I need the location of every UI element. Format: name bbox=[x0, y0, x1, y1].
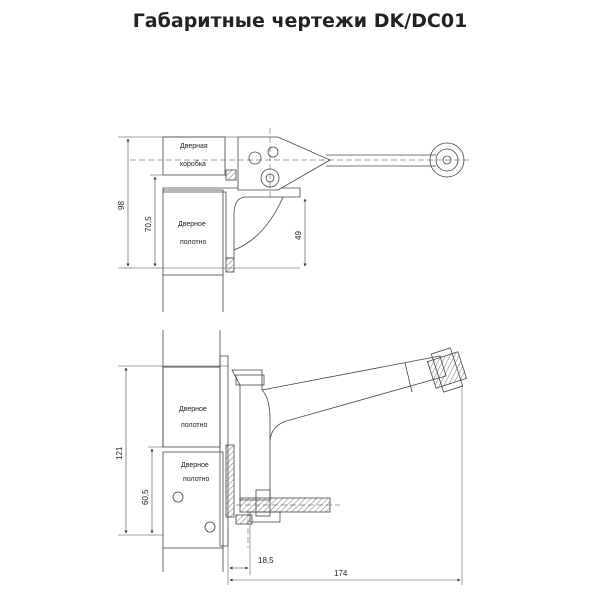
label-door-frame-1: Дверная bbox=[180, 143, 208, 150]
label-door-leaf-2: полотно bbox=[180, 239, 207, 246]
dim-174: 174 bbox=[334, 569, 348, 578]
page-title: Габаритные чертежи DK/DC01 bbox=[132, 10, 468, 32]
dim-18-5: 18,5 bbox=[258, 556, 274, 565]
dim-98: 98 bbox=[117, 201, 126, 210]
dim-60-5: 60,5 bbox=[141, 489, 150, 505]
arm-side bbox=[261, 355, 447, 441]
top-view bbox=[118, 128, 470, 312]
label-door-leaf-1: Дверное bbox=[178, 221, 206, 228]
door-leaf bbox=[162, 189, 224, 276]
dim-121: 121 bbox=[115, 446, 124, 460]
dim-49: 49 bbox=[294, 231, 303, 240]
label-door-leaf-b1: Дверное bbox=[181, 462, 209, 469]
label-door-leaf-a2: полотно bbox=[181, 422, 208, 429]
side-view bbox=[118, 330, 468, 585]
top-view-text: Дверная коробка Дверное полотно 98 70,5 … bbox=[117, 143, 303, 246]
label-door-frame-2: коробка bbox=[180, 160, 206, 168]
side-view-text: Дверное полотно Дверное полотно 121 60,5… bbox=[115, 406, 348, 578]
door-leaf-lower bbox=[162, 451, 224, 549]
label-door-leaf-b2: полотно bbox=[183, 476, 210, 483]
label-door-leaf-a1: Дверное bbox=[179, 406, 207, 413]
dim-70-5: 70,5 bbox=[144, 216, 153, 232]
